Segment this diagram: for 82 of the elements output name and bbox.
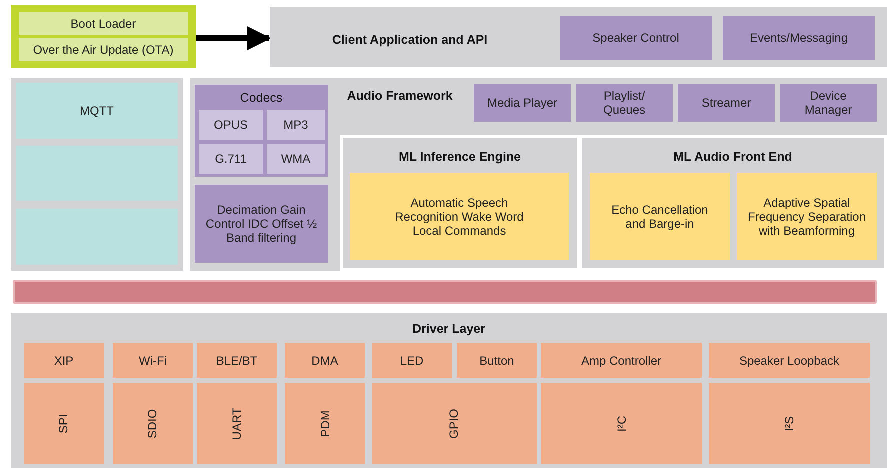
module-label: BLE/BT: [216, 354, 258, 368]
layer-panel: [340, 135, 580, 271]
module-label: SPI: [57, 414, 71, 434]
module-box: [19, 38, 188, 61]
module-label: WMA: [281, 152, 311, 166]
module-box: [16, 83, 178, 139]
module-box: [541, 343, 702, 378]
module-box: [199, 144, 263, 174]
module-box: [113, 343, 193, 378]
module-box: [113, 383, 193, 464]
module-label: PDM: [318, 410, 332, 437]
layer-panel: [579, 135, 887, 271]
module-box: [457, 343, 537, 378]
module-label: Button: [480, 354, 514, 368]
layer-panel: [270, 7, 887, 67]
module-box: [709, 343, 870, 378]
module-box: [197, 383, 277, 464]
module-box: [285, 383, 365, 464]
module-label: I²S: [782, 416, 796, 432]
module-box: [590, 173, 730, 260]
module-box: [709, 383, 870, 464]
module-box: [195, 185, 328, 263]
module-box: [11, 5, 196, 68]
module-box: [267, 144, 325, 174]
module-label: Automatic Speech Recognition Wake Word Local Commands: [394, 196, 525, 238]
module-box: [560, 16, 712, 60]
module-label: DMA: [312, 354, 338, 368]
module-box: [197, 343, 277, 378]
layer-heading: ML Inference Engine: [398, 150, 522, 164]
module-label: G.711: [215, 152, 247, 166]
module-label: Amp Controller: [581, 354, 662, 368]
module-label: Wi-Fi: [139, 354, 167, 368]
module-label: Adaptive Spatial Frequency Separation with Beamforming: [746, 196, 868, 238]
group-heading: Codecs: [239, 91, 284, 105]
module-label: Speaker Loopback: [739, 354, 840, 368]
module-box: [474, 84, 571, 122]
module-label: Events/Messaging: [750, 31, 848, 45]
module-label: I²C: [614, 416, 628, 432]
module-label: Boot Loader: [70, 16, 136, 30]
module-label: Speaker Control: [592, 31, 680, 45]
arrow: [196, 26, 272, 50]
layer-panel: [190, 78, 887, 271]
module-box: [19, 12, 188, 35]
layer-heading: Driver Layer: [412, 322, 486, 336]
module-label: Decimation Gain Control IDC Offset ½ Band filtering: [204, 203, 318, 245]
module-label: GPIO: [448, 408, 462, 438]
module-box: [11, 78, 183, 271]
module-label: UART: [230, 407, 244, 440]
module-box: [199, 110, 263, 140]
module-box: [285, 343, 365, 378]
module-box: [372, 343, 452, 378]
module-box: [576, 84, 673, 122]
module-box: [24, 383, 104, 464]
module-box: [372, 383, 537, 464]
module-box: [267, 110, 325, 140]
module-label: Playlist/ Queues: [602, 89, 647, 117]
module-box: [678, 84, 775, 122]
layer-heading: ML Audio Front End: [672, 150, 794, 164]
module-box: [16, 146, 178, 201]
module-label: Over the Air Update (OTA): [33, 42, 174, 56]
layer-panel: [11, 313, 887, 468]
module-label: MQTT: [80, 104, 114, 118]
module-box: [737, 173, 877, 260]
layer-heading: Audio Framework: [346, 89, 454, 103]
module-label: Device Manager: [804, 89, 854, 117]
module-box: [24, 343, 104, 378]
module-label: XIP: [54, 354, 74, 368]
module-label: MP3: [284, 118, 308, 132]
module-label: SDIO: [146, 408, 160, 438]
layer-heading: Client Application and API: [331, 33, 489, 47]
module-label: Media Player: [487, 96, 558, 110]
module-box: [16, 209, 178, 265]
module-label: LED: [400, 354, 424, 368]
module-box: [350, 173, 569, 260]
module-box: [780, 84, 877, 122]
module-box: [723, 16, 875, 60]
module-label: OPUS: [214, 118, 248, 132]
module-label: Streamer: [702, 96, 752, 110]
layer-panel: [195, 85, 328, 177]
module-label: Echo Cancellation and Barge-in: [610, 202, 710, 230]
module-box: [541, 383, 702, 464]
os-bar: [13, 280, 877, 304]
